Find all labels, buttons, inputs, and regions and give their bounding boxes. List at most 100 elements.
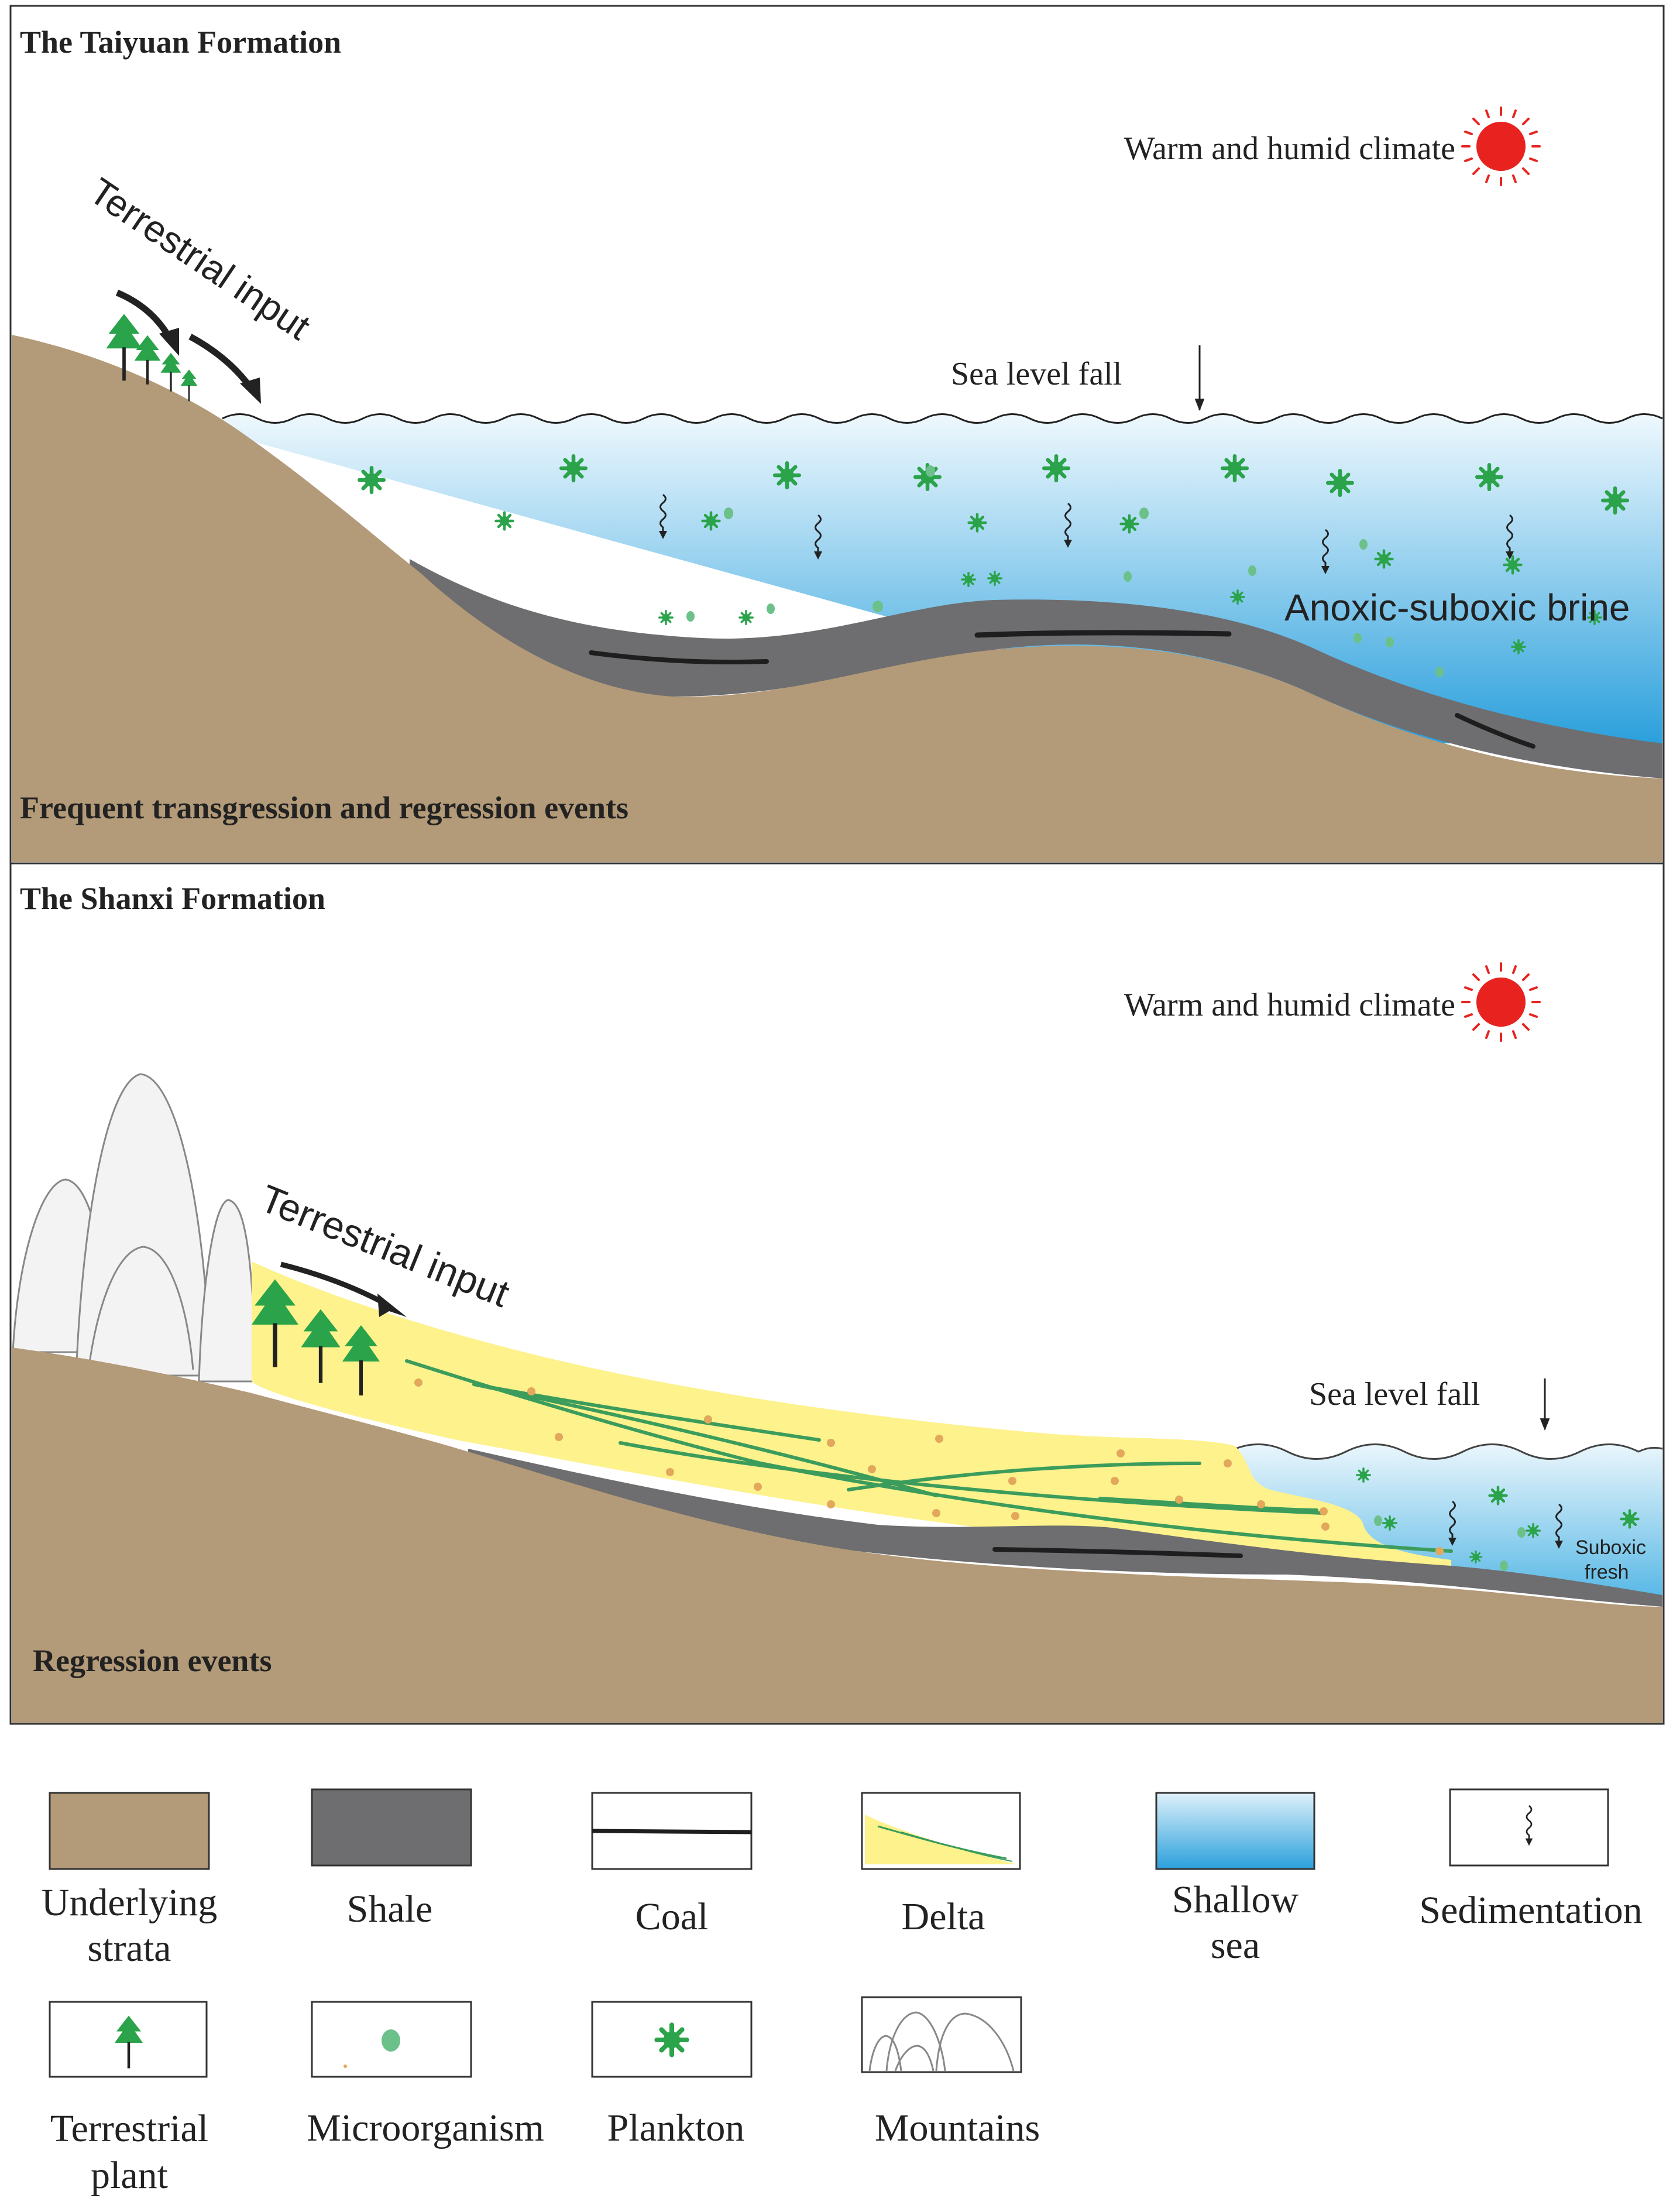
taiyuan-coal-seam-3 <box>1455 713 1535 749</box>
shanxi-delta-channels <box>405 1359 1453 1553</box>
legend-shallow-sea-label-1: Shallow <box>1172 1878 1299 1921</box>
plankton-icon <box>658 610 674 625</box>
shanxi-sea-surface <box>1228 1443 1663 1460</box>
taiyuan-coal-seam-2 <box>974 630 1232 638</box>
plankton-icon <box>561 456 586 481</box>
shanxi-underlying-strata <box>12 1347 1662 1723</box>
taiyuan-events-label: Frequent transgression and regression ev… <box>20 790 628 825</box>
microorganism-icon <box>1139 507 1149 519</box>
shanxi-panel: The Shanxi Formation Warm and humid clim… <box>9 862 1665 1725</box>
legend-plankton-swatch <box>591 2001 753 2078</box>
microorganism-icon <box>1517 1527 1526 1538</box>
microorganism-icon <box>767 603 775 614</box>
shanxi-events-label: Regression events <box>33 1643 272 1678</box>
microorganism-icon <box>872 601 883 612</box>
taiyuan-sea-surface <box>222 413 1663 424</box>
plankton-icon <box>987 571 1002 586</box>
taiyuan-sea-level-label: Sea level fall <box>951 356 1122 392</box>
plankton-icon <box>703 513 720 530</box>
plankton-icon <box>1230 589 1245 605</box>
plankton-icon <box>1511 639 1526 654</box>
taiyuan-panel-title: The Taiyuan Formation <box>20 25 341 60</box>
shanxi-climate-label: Warm and humid climate <box>1124 987 1455 1023</box>
taiyuan-input-arrow-2-head <box>240 378 261 404</box>
microorganism-icon <box>1374 1515 1382 1526</box>
microorganism-icon <box>1124 571 1132 582</box>
plankton-icon <box>1490 1487 1507 1504</box>
plankton-icon <box>1469 1550 1483 1564</box>
shanxi-shale-layer <box>468 1449 1662 1607</box>
legend-coal-label: Coal <box>635 1895 709 1938</box>
legend-terrestrial-plant-label-1: Terrestrial <box>50 2107 208 2150</box>
legend-shale-swatch <box>311 1788 472 1867</box>
legend-sedimentation-swatch <box>1449 1788 1609 1867</box>
taiyuan-panel: The Taiyuan Formation Warm and humid cli… <box>9 5 1665 865</box>
legend-mountains-swatch <box>861 1996 1022 2073</box>
taiyuan-input-arrow-1-head <box>159 328 179 356</box>
plankton-icon <box>1121 516 1138 533</box>
legend-delta-label: Delta <box>902 1895 985 1938</box>
legend-plankton-label: Plankton <box>607 2107 745 2149</box>
legend-shallow-sea-label-2: sea <box>1211 1924 1260 1967</box>
microorganism-icon <box>1359 539 1368 550</box>
plankton-icon <box>1356 1467 1371 1483</box>
mountains-icon <box>12 1073 257 1383</box>
plankton-icon <box>1382 1515 1397 1531</box>
legend-shale-label: Shale <box>347 1888 433 1930</box>
legend-sedimentation-label: Sedimentation <box>1419 1889 1642 1932</box>
legend-microorganism-swatch <box>311 2001 472 2078</box>
microorganism-icon <box>686 611 695 622</box>
plankton-icon <box>969 515 986 531</box>
taiyuan-water-label: Anoxic-suboxic brine <box>1284 587 1630 629</box>
shanxi-water-label-line1: Suboxic <box>1575 1537 1646 1559</box>
taiyuan-coal-seam-1 <box>589 650 769 664</box>
shanxi-microorganism-group <box>1374 1515 1526 1571</box>
taiyuan-input-arrow-1 <box>115 289 173 340</box>
legend-shallow-sea-swatch <box>1155 1792 1315 1870</box>
legend-terrestrial-plant-swatch <box>49 2001 208 2078</box>
legend: Underlying strata Shale Coal Delta Shall… <box>42 1788 1643 2197</box>
plankton-icon <box>359 468 384 492</box>
legend-underlying-swatch <box>49 1792 210 1870</box>
legend-mountains-label: Mountains <box>875 2107 1040 2149</box>
legend-delta-swatch <box>861 1792 1021 1870</box>
plankton-icon <box>775 463 799 488</box>
plankton-icon <box>657 2025 686 2055</box>
plankton-icon <box>1477 465 1502 489</box>
plankton-icon <box>1622 1511 1638 1528</box>
shanxi-coal-seam <box>992 1547 1243 1558</box>
shanxi-input-arrow <box>280 1261 388 1306</box>
legend-underlying-label-1: Underlying <box>42 1881 218 1924</box>
microorganism-icon <box>926 465 935 477</box>
taiyuan-input-arrow-2 <box>188 334 253 390</box>
plankton-icon <box>961 572 976 587</box>
shanxi-delta <box>252 1261 1451 1569</box>
plankton-icon <box>1376 551 1393 568</box>
plankton-icon <box>738 610 754 625</box>
shanxi-sand-grains <box>414 1378 1444 1555</box>
microorganism-icon <box>1435 667 1444 677</box>
microorganism-icon <box>1353 633 1362 643</box>
plankton-icon <box>1603 488 1627 513</box>
microorganism-icon <box>382 2029 400 2052</box>
taiyuan-microorganism-group <box>686 465 1444 677</box>
plankton-icon <box>496 513 513 530</box>
legend-microorganism-label: Microorganism <box>307 2107 544 2149</box>
taiyuan-climate-label: Warm and humid climate <box>1124 131 1455 167</box>
taiyuan-underlying-strata <box>12 335 1662 862</box>
legend-underlying-label-2: strata <box>88 1927 171 1970</box>
taiyuan-shale-layer <box>410 559 1662 779</box>
legend-terrestrial-plant-label-2: plant <box>91 2154 168 2197</box>
microorganism-icon <box>1386 637 1394 647</box>
microorganism-icon <box>1248 565 1256 576</box>
plankton-icon <box>1044 456 1069 481</box>
plankton-icon <box>1504 557 1521 574</box>
plankton-icon <box>1526 1523 1541 1538</box>
shanxi-input-arrow-head <box>377 1294 407 1317</box>
plankton-icon <box>1328 471 1352 495</box>
legend-coal-swatch <box>591 1792 753 1870</box>
microorganism-icon <box>724 507 733 519</box>
microorganism-icon <box>1500 1561 1508 1571</box>
shanxi-water-label-line2: fresh <box>1585 1561 1629 1583</box>
